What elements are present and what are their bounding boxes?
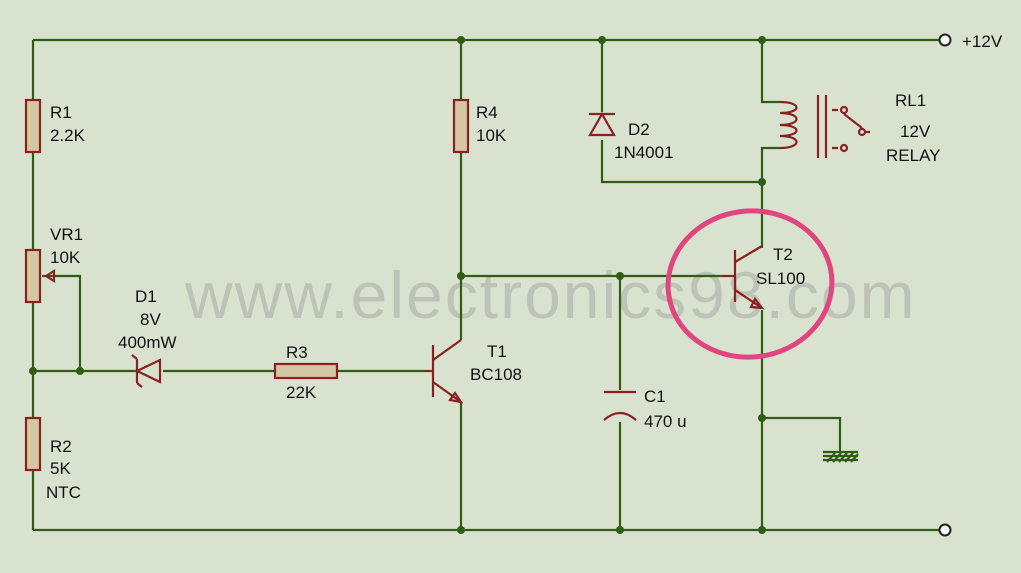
emitter-arrow-icon: [749, 296, 765, 310]
watermark: www.electronics98.com: [184, 258, 917, 332]
junction-dot: [598, 36, 606, 44]
t1-ref: T1: [487, 342, 507, 361]
r3-value: 22K: [286, 383, 317, 402]
capacitor-c1: C1 470 u: [603, 387, 687, 431]
r1-ref: R1: [50, 103, 72, 122]
junction-dot: [457, 272, 465, 280]
r2-value: 5K: [50, 459, 71, 478]
junction-dot: [758, 36, 766, 44]
junction-dot: [29, 367, 37, 375]
thermistor-r2: R2 5K NTC: [24, 416, 81, 502]
junctions: [29, 36, 766, 534]
zener-diode-d1: D1 8V 400mW: [118, 287, 177, 388]
t2-ref: T2: [773, 245, 793, 264]
r2-note: NTC: [46, 483, 81, 502]
rl1-type: RELAY: [886, 146, 941, 165]
r2-ref: R2: [50, 437, 72, 456]
relay-wire: [760, 40, 780, 248]
d2-wire: [600, 40, 762, 184]
wires: [31, 38, 940, 532]
relay-rl1: RL1 12V RELAY: [779, 91, 941, 165]
resistor-r3: R3 22K: [273, 343, 339, 402]
junction-dot: [758, 178, 766, 186]
wiper-wire: [33, 274, 137, 373]
emitter-arrow-icon: [448, 391, 464, 404]
t1-value: BC108: [470, 365, 522, 384]
d1-ref: D1: [135, 287, 157, 306]
junction-dot: [758, 526, 766, 534]
rl1-ref: RL1: [895, 91, 926, 110]
junction-dot: [76, 367, 84, 375]
junction-dot: [457, 36, 465, 44]
junction-dot: [616, 526, 624, 534]
transistor-t1: T1 BC108: [425, 339, 522, 404]
junction-dot: [616, 272, 624, 280]
rl1-value: 12V: [900, 122, 931, 141]
positive-terminal-label: +12V: [962, 32, 1003, 51]
c1-ref: C1: [644, 387, 666, 406]
highlight-circle: [665, 208, 835, 360]
junction-dot: [457, 526, 465, 534]
ground-terminal: [938, 523, 952, 537]
resistor-r4: R4 10K: [452, 98, 507, 154]
d2-value: 1N4001: [614, 143, 674, 162]
d1-value: 8V: [140, 310, 161, 329]
d2-ref: D2: [628, 120, 650, 139]
positive-terminal: [938, 33, 952, 47]
wiper-arrow-icon: [43, 269, 56, 283]
c1-value: 470 u: [644, 412, 687, 431]
t2-value: SL100: [756, 269, 805, 288]
d1-rating: 400mW: [118, 333, 177, 352]
ground-symbol: [823, 450, 859, 463]
junction-dot: [758, 414, 766, 422]
transistor-t2: T2 SL100: [722, 245, 805, 310]
diode-d2: D2 1N4001: [588, 111, 674, 162]
r1-value: 2.2K: [50, 126, 86, 145]
vr1-value: 10K: [50, 248, 81, 267]
r3-ref: R3: [286, 343, 308, 362]
vr1-ref: VR1: [50, 225, 83, 244]
potentiometer-vr1: VR1 10K: [24, 225, 83, 304]
resistor-r1: R1 2.2K: [24, 98, 86, 154]
r4-value: 10K: [476, 126, 507, 145]
r4-ref: R4: [476, 103, 498, 122]
